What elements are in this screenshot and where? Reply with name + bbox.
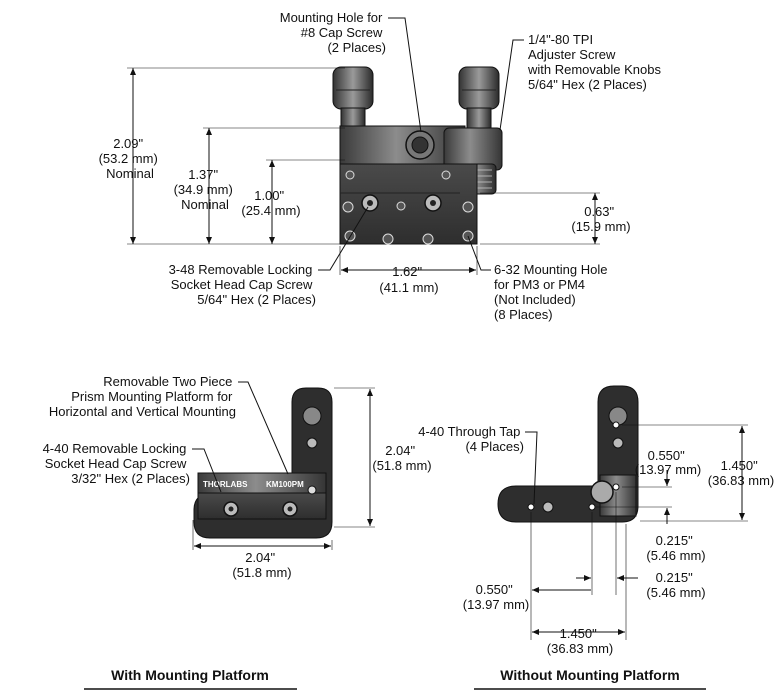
locking-screw-right-platform (282, 501, 298, 517)
mid-height-dimension: 1.37" (34.9 mm) Nominal (174, 167, 237, 212)
base-body (339, 163, 478, 245)
adjuster-knob-right (458, 66, 500, 129)
mounting-hole-632-callout: 6-32 Mounting Hole for PM3 or PM4 (Not I… (494, 262, 611, 322)
dim-0550-vertical: 0.550" (13.97 mm) (635, 448, 701, 477)
adjuster-knob-left (332, 66, 374, 129)
locking-screw-callout: 3-48 Removable Locking Socket Head Cap S… (169, 262, 316, 307)
adjuster-callout: 1/4"-80 TPI Adjuster Screw with Removabl… (527, 32, 665, 92)
with-platform-caption: With Mounting Platform (111, 667, 269, 683)
without-platform-view (497, 385, 639, 523)
front-view-leaders (318, 17, 524, 271)
prism-platform-lower (197, 492, 327, 520)
dim-0215-vertical: 0.215" (5.46 mm) (646, 533, 705, 563)
without-platform-dimensions (525, 424, 748, 640)
platform-locking-screw-callout: 4-40 Removable Locking Socket Head Cap S… (43, 441, 190, 486)
dim-0215-horizontal: 0.215" (5.46 mm) (646, 570, 705, 600)
locking-screw-left (361, 194, 379, 212)
front-view (332, 66, 503, 245)
locking-screw-right (424, 194, 442, 212)
right-height-dimension: 0.63" (15.9 mm) (571, 204, 630, 234)
platform-width-dimension: 2.04" (51.8 mm) (232, 550, 291, 580)
dim-1450-vertical: 1.450" (36.83 mm) (708, 458, 774, 488)
model-label: KM100PM (266, 480, 304, 489)
cap-screw-hole (405, 130, 435, 160)
brand-label: THORLABS (203, 480, 248, 489)
prism-platform-callout: Removable Two Piece Prism Mounting Platf… (49, 374, 236, 419)
low-height-dimension: 1.00" (25.4 mm) (241, 188, 300, 218)
through-tap-holes (527, 421, 620, 511)
without-platform-caption: Without Mounting Platform (500, 667, 680, 683)
width-dimension: 1.62" (41.1 mm) (379, 264, 438, 295)
overall-height-dimension: 2.09" (53.2 mm) Nominal (99, 136, 162, 181)
with-platform-dimensions (192, 381, 375, 550)
pivot-ball (590, 480, 614, 504)
mounting-hole-callout: Mounting Hole for #8 Cap Screw (2 Places… (280, 10, 386, 55)
locking-screw-left-platform (223, 501, 239, 517)
dim-0550-horizontal: 0.550" (13.97 mm) (463, 582, 529, 612)
platform-height-dimension: 2.04" (51.8 mm) (372, 443, 431, 473)
with-platform-view: THORLABS KM100PM (193, 387, 333, 539)
through-tap-callout: 4-40 Through Tap (4 Places) (418, 424, 524, 454)
dim-1450-horizontal: 1.450" (36.83 mm) (547, 626, 613, 656)
front-view-dimensions (127, 67, 600, 275)
